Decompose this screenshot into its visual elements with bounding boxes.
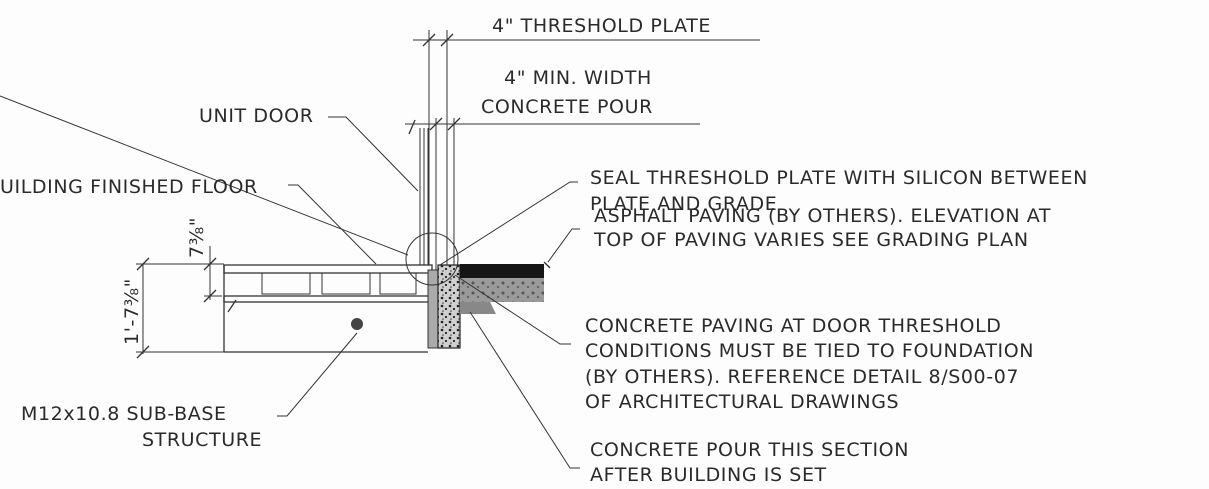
unit-door-label: UNIT DOOR — [199, 105, 314, 127]
concrete-pour-column — [427, 264, 461, 349]
concrete-paving-note-line4: OF ARCHITECTURAL DRAWINGS — [585, 391, 899, 413]
concrete-paving-note-line3: (BY OTHERS). REFERENCE DETAIL 8/S00-07 — [585, 366, 1019, 388]
asphalt-paving — [460, 261, 551, 314]
concrete-pour-width-dimension — [405, 117, 700, 290]
asphalt-note-line2: TOP OF PAVING VARIES SEE GRADING PLAN — [593, 229, 1029, 251]
leader-lines — [0, 95, 580, 469]
seal-note-line2: PLATE AND GRADE — [590, 193, 777, 215]
concrete-paving-note-line1: CONCRETE PAVING AT DOOR THRESHOLD — [585, 315, 1002, 337]
threshold-plate-dimension — [413, 30, 760, 290]
min-width-label: 4" MIN. WIDTH — [504, 67, 652, 89]
anchor-bolt — [351, 318, 363, 330]
threshold-plate-label: 4" THRESHOLD PLATE — [492, 15, 711, 37]
finished-floor-label: UILDING FINISHED FLOOR — [0, 176, 258, 198]
concrete-paving-note-line2: CONDITIONS MUST BE TIED TO FOUNDATION — [585, 340, 1034, 362]
concrete-pour-label: CONCRETE POUR — [481, 96, 653, 118]
asphalt-note-line1: ASPHALT PAVING (BY OTHERS). ELEVATION AT — [594, 205, 1051, 227]
sub-base-label-line2: STRUCTURE — [142, 429, 262, 451]
pour-section-note-line1: CONCRETE POUR THIS SECTION — [590, 439, 909, 461]
detail-callout-circle — [405, 232, 459, 286]
floor-dimensions — [136, 246, 224, 359]
sub-base-label-line1: M12x10.8 SUB-BASE — [21, 403, 227, 425]
building-floor-section — [223, 264, 433, 353]
unit-door-frame — [419, 128, 429, 268]
seal-note-line1: SEAL THRESHOLD PLATE WITH SILICON BETWEE… — [590, 167, 1088, 189]
dim-large-label: 1'-7⅜" — [121, 278, 143, 345]
dim-small-label: 7⅜" — [186, 217, 208, 258]
pour-section-note-line2: AFTER BUILDING IS SET — [590, 464, 827, 486]
